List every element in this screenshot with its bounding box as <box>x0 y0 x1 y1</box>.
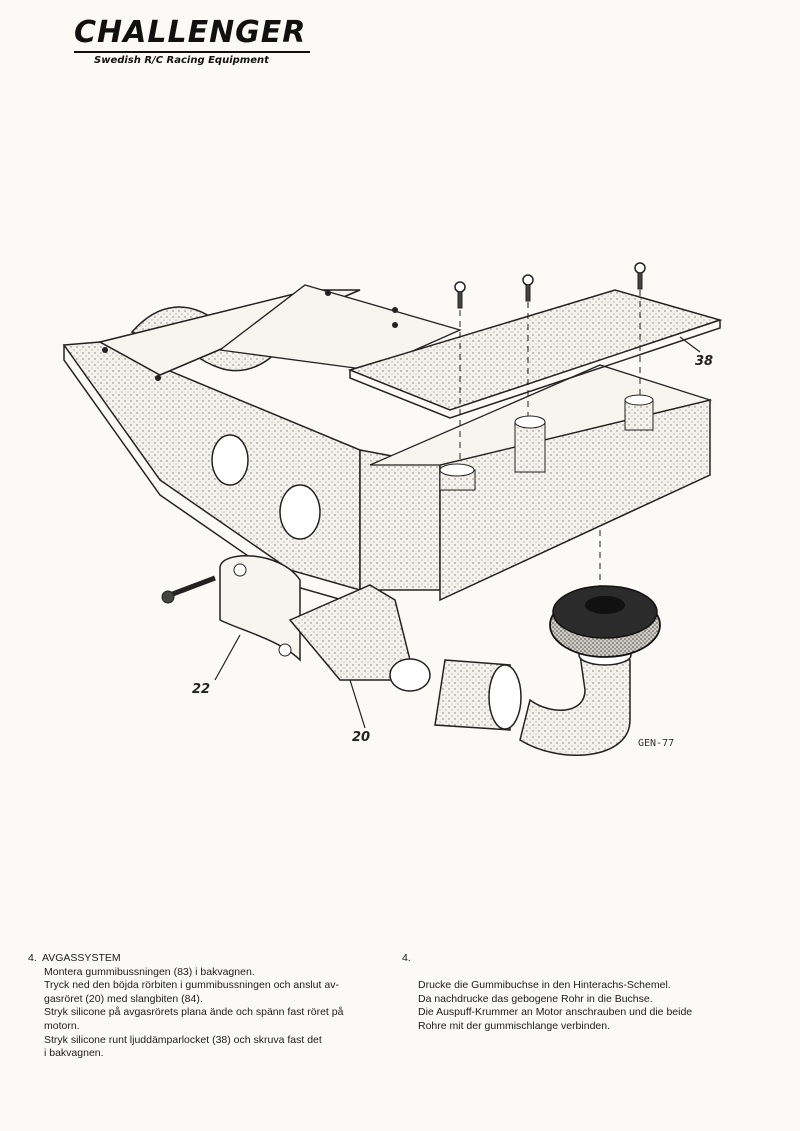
step-title: AVGASSYSTEM <box>42 952 121 964</box>
brand-name: CHALLENGER <box>74 15 307 50</box>
exhaust-manifold <box>288 584 431 692</box>
brand-rule <box>74 51 310 53</box>
instruction-line: Drucke die Gummibuchse in den Hinterachs… <box>418 979 671 992</box>
instruction-line: i bakvagnen. <box>44 1047 104 1060</box>
german-step-number: 4. <box>402 952 411 964</box>
rubber-hose <box>434 659 522 731</box>
instruction-line: Die Auspuff-Krummer an Motor anschrauben… <box>418 1006 693 1019</box>
bent-exhaust-pipe <box>519 644 632 756</box>
step-number: 4. <box>28 952 37 964</box>
rear-chassis-frame <box>62 284 713 606</box>
instruction-line: Montera gummibussningen (83) i bakvagnen… <box>44 965 255 978</box>
german-instructions: 4. Drucke die Gummibuchse in den Hintera… <box>402 952 762 1034</box>
illustrator-signature: GEN-77 <box>638 738 675 749</box>
exhaust-assembly-illustration: 38 22 20 GEN-77 <box>40 250 740 790</box>
mounting-posts <box>439 394 654 491</box>
brand-logo: CHALLENGER Swedish R/C Racing Equipment <box>74 16 314 66</box>
screw-icon <box>454 262 646 309</box>
callout-20: 20 <box>352 730 371 745</box>
callout-22: 22 <box>192 682 211 697</box>
swedish-instructions: 4. AVGASSYSTEM Montera gummibussningen (… <box>28 952 388 1061</box>
callout-38: 38 <box>695 354 714 369</box>
instruction-line: Stryk silicone på avgasrörets plana ände… <box>44 1006 344 1019</box>
instruction-line: Da nachdrucke das gebogene Rohr in die B… <box>418 992 653 1005</box>
instruction-line: gasröret (20) med slangbiten (84). <box>44 992 203 1005</box>
instruction-line: Stryk silicone runt ljuddämparlocket (38… <box>44 1033 322 1046</box>
swedish-step-heading: 4. AVGASSYSTEM <box>28 952 388 966</box>
rubber-bushing <box>549 585 661 658</box>
callout-leaders <box>214 336 701 729</box>
brand-tagline: Swedish R/C Racing Equipment <box>94 55 269 66</box>
instruction-line: motorn. <box>44 1019 80 1032</box>
instruction-line: Rohre mit der gummischlange verbinden. <box>418 1019 611 1032</box>
assembly-guide-lines <box>459 290 641 595</box>
instruction-line: Tryck ned den böjda rörbiten i gummibuss… <box>44 979 339 992</box>
exhaust-clamp <box>161 554 301 662</box>
muffler-cover-plate <box>347 289 723 419</box>
